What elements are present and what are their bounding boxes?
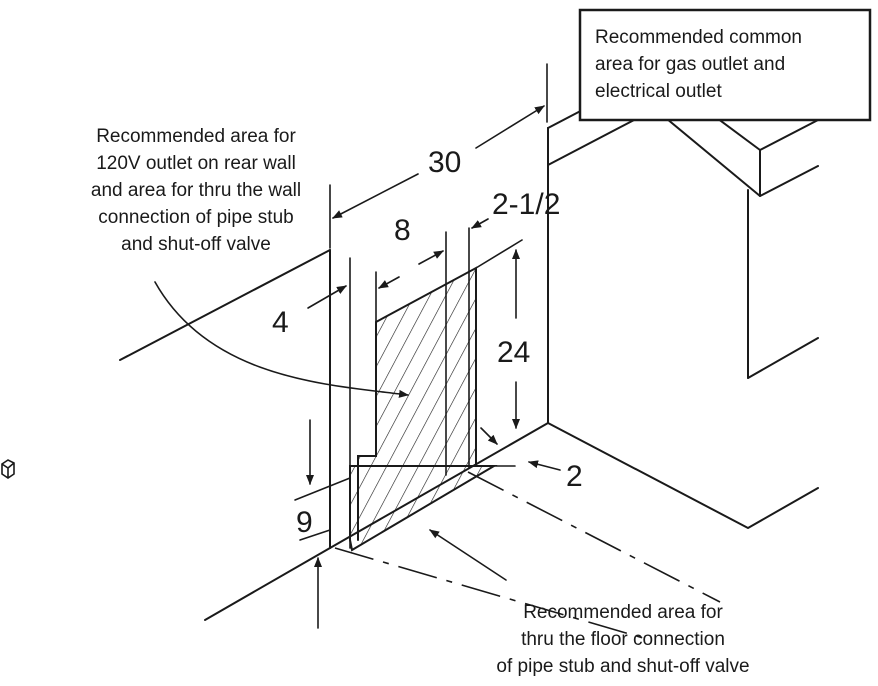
common-area-line-1: Recommended common [595, 27, 802, 48]
dim-9: 9 [296, 506, 313, 539]
floor-line-1: Recommended area for [523, 602, 723, 623]
dim-4: 4 [272, 306, 289, 339]
common-area-line-3: electrical outlet [595, 81, 722, 102]
dim-24: 24 [497, 336, 530, 369]
floor-callout: Recommended area for thru the floor conn… [496, 602, 749, 677]
rear-wall-line-3: and area for thru the wall [91, 180, 301, 201]
dimension-labels: 30 2-1/2 8 4 24 9 2 [272, 146, 583, 539]
floor-hatched-area [349, 465, 498, 552]
floor-line-3: of pipe stub and shut-off valve [496, 656, 749, 677]
floor-line-2: thru the floor connection [521, 629, 725, 650]
common-area-line-2: area for gas outlet and [595, 54, 785, 75]
dim-2-1-2: 2-1/2 [492, 188, 560, 221]
common-area-callout: Recommended common area for gas outlet a… [578, 8, 872, 122]
rear-wall-callout: Recommended area for 120V outlet on rear… [91, 126, 301, 255]
rear-wall-line-5: and shut-off valve [121, 234, 271, 255]
hatched-areas [349, 266, 498, 552]
margin-cube-icon [1, 459, 15, 479]
rear-wall-line-1: Recommended area for [96, 126, 296, 147]
dim-8: 8 [394, 214, 411, 247]
dimension-arrows [154, 105, 561, 629]
dim-30: 30 [428, 146, 461, 179]
rear-wall-line-2: 120V outlet on rear wall [96, 153, 296, 174]
dim-2: 2 [566, 460, 583, 493]
rear-wall-line-4: connection of pipe stub [98, 207, 293, 228]
appliance-cabinet [547, 71, 819, 529]
